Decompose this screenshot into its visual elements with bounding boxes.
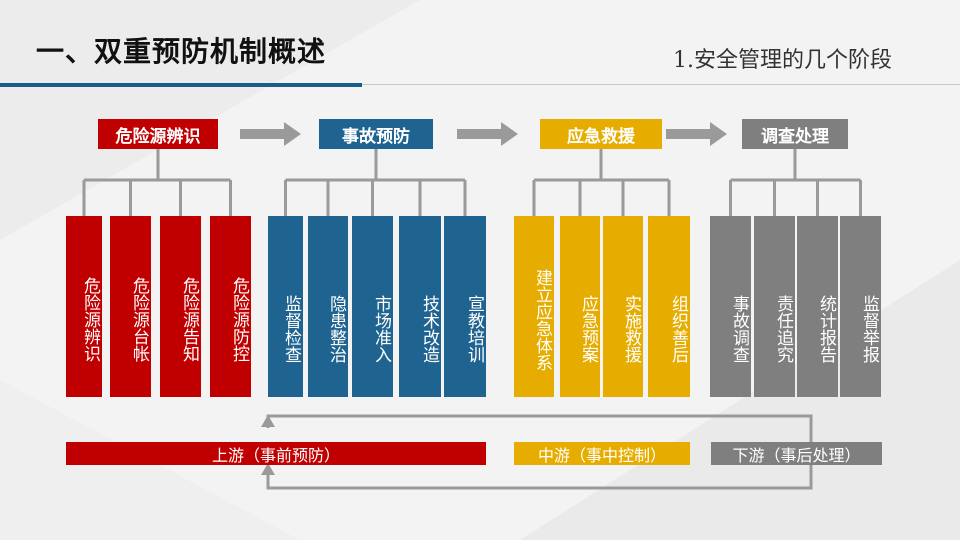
- item-accident-investigation: 事故调查: [710, 216, 751, 397]
- item-market-access: 市场准入: [352, 216, 393, 397]
- stage-emergency-rescue: 应急救援: [540, 119, 662, 149]
- item-hazard-notice: 危险源告知: [160, 216, 201, 397]
- stage-investigation: 调查处理: [742, 119, 848, 149]
- feedback-line: [266, 414, 813, 442]
- item-training: 宣教培训: [444, 216, 486, 397]
- phase-upstream: 上游（事前预防）: [66, 442, 486, 465]
- stage-accident-prevention: 事故预防: [319, 119, 433, 149]
- item-aftermath: 组织善后: [648, 216, 690, 397]
- phase-downstream: 下游（事后处理）: [711, 442, 882, 465]
- item-hazard-identify: 危险源辨识: [66, 216, 102, 397]
- item-hazard-control: 危险源防控: [210, 216, 251, 397]
- arrow-right-icon: [240, 122, 301, 146]
- item-emergency-system: 建立应急体系: [514, 216, 554, 397]
- arrow-right-icon: [666, 122, 727, 146]
- arrow-up-icon: [261, 463, 275, 475]
- header-accent-rule: [0, 83, 362, 87]
- item-supervision-inspection: 监督检查: [268, 216, 303, 397]
- feedback-line: [266, 465, 813, 490]
- item-supervision-report: 监督举报: [840, 216, 881, 397]
- item-statistics-report: 统计报告: [797, 216, 838, 397]
- item-hazard-rectification: 隐患整治: [308, 216, 348, 397]
- item-emergency-plan: 应急预案: [560, 216, 600, 397]
- item-hazard-ledger: 危险源台帐: [110, 216, 151, 397]
- item-tech-upgrade: 技术改造: [399, 216, 441, 397]
- page-title: 一、双重预防机制概述: [36, 35, 327, 68]
- arrow-up-icon: [261, 415, 275, 427]
- phase-midstream: 中游（事中控制）: [514, 442, 690, 465]
- section-subtitle: 1.安全管理的几个阶段: [673, 48, 892, 73]
- stage-hazard-identification: 危险源辨识: [98, 119, 218, 149]
- header-divider: [362, 84, 960, 85]
- item-accountability: 责任追究: [754, 216, 795, 397]
- item-rescue: 实施救援: [603, 216, 643, 397]
- arrow-right-icon: [457, 122, 518, 146]
